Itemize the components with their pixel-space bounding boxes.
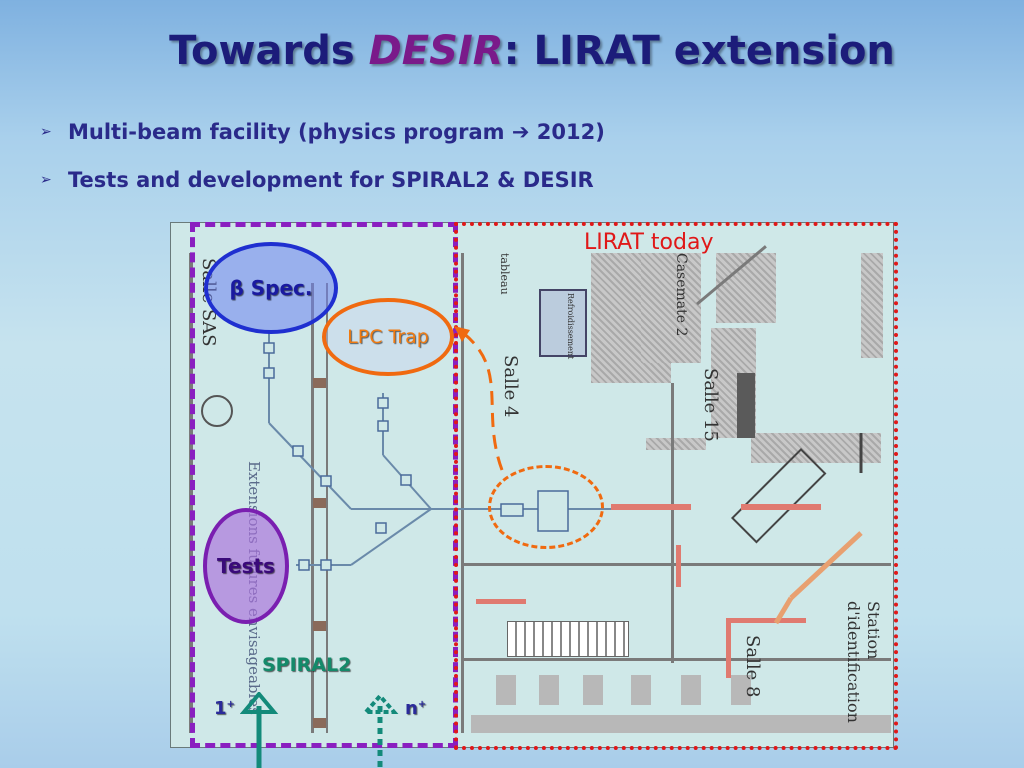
tests-label: Tests [217,554,275,578]
n-plus-sup: + [417,699,427,710]
one-plus-label: 1+ [214,698,235,719]
block [631,675,651,705]
wall-block [861,253,883,358]
bullet-1: ➢Multi-beam facility (physics program ➔ … [40,120,605,144]
pillar [313,718,327,728]
one-plus-number: 1 [214,698,227,719]
lpc-trap-ellipse: LPC Trap [322,298,454,376]
one-plus-sup: + [226,699,235,710]
n-plus-letter: n [405,698,418,719]
wall-block [646,438,706,450]
lirat-today-zone [454,222,898,750]
trap-arrow [454,326,504,471]
one-plus-arrow-icon [240,692,279,768]
spiral2-label: SPIRAL2 [262,654,352,676]
wall-block [751,433,881,463]
bullet-1-text1: Multi-beam facility (physics program [68,120,512,144]
lirat-today-label: LIRAT today [584,230,714,255]
wall-block [641,253,701,363]
bullet-2-text: Tests and development for SPIRAL2 & DESI… [68,168,594,192]
block [583,675,603,705]
stairs [507,621,629,657]
n-plus-arrow-icon [362,692,399,768]
beta-spec-label: β Spec. [229,276,313,300]
title-part3: : LIRAT extension [503,28,895,74]
block [539,675,559,705]
floor-strip [471,715,891,733]
floor-plan: Salle SAS Extensions futures envisageabl… [170,222,894,748]
title-part1: Towards [169,28,369,74]
wall [671,383,674,663]
pillar [313,621,327,631]
lpc-trap-label: LPC Trap [347,326,429,348]
pillar [313,498,327,508]
bullet-1-text2: 2012) [529,120,605,144]
wall-dark [737,373,755,438]
block [681,675,701,705]
bullet-arrow-icon: ➢ [40,124,52,140]
wall [461,658,891,661]
pillar [313,378,327,388]
wall [461,253,464,733]
block [496,675,516,705]
wall [326,283,328,733]
circle-marker [201,395,233,427]
slide-title: Towards DESIR: LIRAT extension [0,28,1024,74]
wall [311,283,314,733]
title-desir: DESIR [368,28,504,74]
block [731,675,751,705]
n-plus-label: n+ [405,698,426,719]
refroidissement-box [539,289,587,357]
bullet-arrow-icon: ➢ [40,172,52,188]
right-arrow-icon: ➔ [511,120,530,144]
bullet-2: ➢ Tests and development for SPIRAL2 & DES… [40,168,594,192]
trap-position-circle [488,465,604,549]
beta-spec-ellipse: β Spec. [204,242,338,334]
tests-ellipse: Tests [203,508,289,624]
